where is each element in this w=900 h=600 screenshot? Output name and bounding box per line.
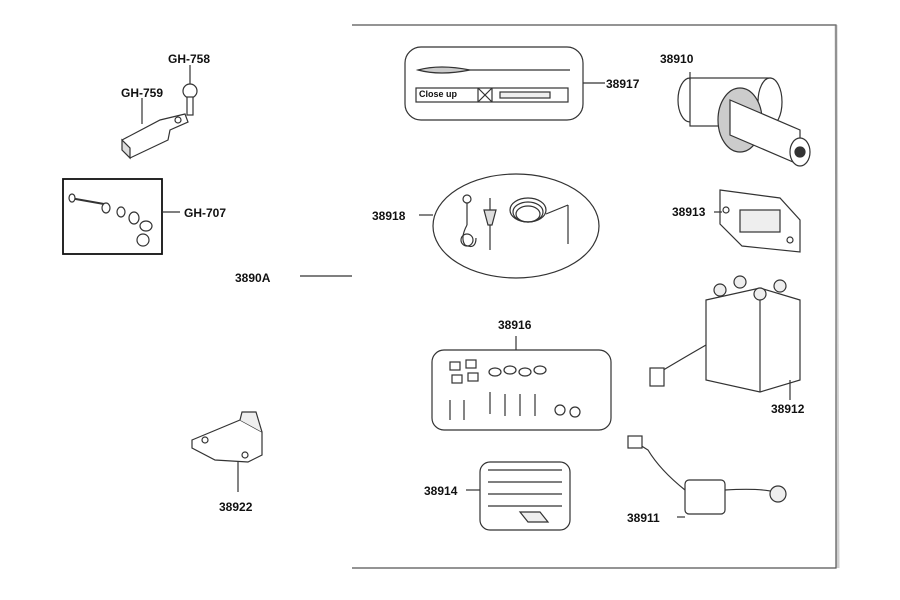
label-gh-758: GH-758: [168, 52, 211, 66]
hardware-kit-drawing: [62, 178, 180, 255]
cable-hook-drawing: [419, 173, 600, 279]
label-38911: 38911: [627, 511, 660, 525]
label-38916: 38916: [498, 318, 532, 332]
label-38910: 38910: [660, 52, 694, 66]
winch-drawing: [677, 72, 811, 167]
mounting-bracket-drawing: [191, 411, 263, 492]
label-3890a: 3890A: [235, 271, 271, 285]
label-38914: 38914: [424, 484, 458, 498]
assembly-frame: [352, 24, 837, 569]
label-38912: 38912: [771, 402, 805, 416]
mounting-hardware-drawing: [431, 336, 612, 431]
contactor-drawing: [649, 275, 801, 400]
remote-switch-drawing: [627, 435, 787, 518]
strap-text-left: Close up: [419, 89, 458, 99]
fairlead-drawing: [714, 189, 801, 253]
label-38913: 38913: [672, 205, 706, 219]
label-38917: 38917: [606, 77, 640, 91]
label-gh-759: GH-759: [121, 86, 164, 100]
battery-cables-drawing: [466, 461, 571, 531]
label-gh-707: GH-707: [184, 206, 227, 220]
hook-strap-drawing: [404, 46, 605, 121]
label-38918: 38918: [372, 209, 406, 223]
label-38922: 38922: [219, 500, 253, 514]
hitch-ball-drawing: [182, 65, 198, 116]
hitch-receiver-drawing: [121, 98, 189, 160]
